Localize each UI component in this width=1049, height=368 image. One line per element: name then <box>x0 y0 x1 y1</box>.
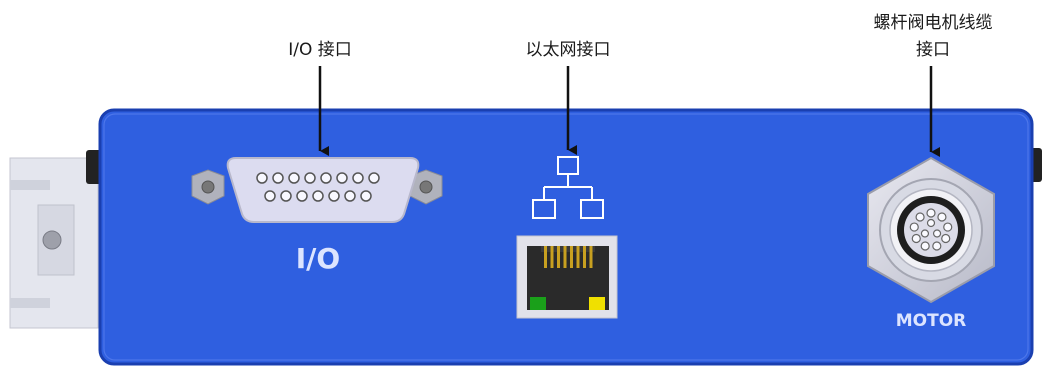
rj45-contact <box>557 246 560 268</box>
motor-pin <box>909 222 919 232</box>
screw-icon <box>419 180 433 194</box>
db15-pin <box>360 190 372 202</box>
db15-pin <box>288 172 300 184</box>
status-led-green <box>530 297 546 310</box>
motor-pin <box>920 229 930 238</box>
rj45-contact <box>550 246 554 268</box>
motor-pin <box>926 218 936 228</box>
rj45-contact <box>589 246 593 268</box>
status-led-yellow <box>589 297 605 310</box>
rj45-contacts <box>544 246 593 268</box>
motor-pin <box>941 233 951 244</box>
db15-pin <box>304 172 316 184</box>
db15-pin <box>296 190 308 202</box>
db15-pin <box>336 172 348 184</box>
db15-pin <box>320 172 332 184</box>
motor-port-callout-line1: 螺杆阀电机线缆 <box>873 13 993 33</box>
ethernet-rj45-port <box>516 235 618 319</box>
motor-pin <box>943 222 953 232</box>
rj45-contact <box>570 246 573 268</box>
rj45-contact <box>544 246 547 268</box>
screw-icon <box>201 180 215 194</box>
motor-pins <box>909 208 953 251</box>
db15-pin <box>272 172 284 184</box>
db15-pin <box>352 172 364 184</box>
motor-pin <box>926 208 936 218</box>
db15-pin <box>368 172 380 184</box>
motor-pin <box>915 212 925 222</box>
bracket-screw-icon <box>42 230 62 250</box>
network-icon <box>532 156 604 219</box>
motor-circular-connector <box>867 156 995 304</box>
db15-pin <box>256 172 268 184</box>
db15-pin <box>328 190 340 202</box>
motor-pin <box>920 241 930 251</box>
rj45-contact <box>563 246 567 268</box>
motor-pin <box>937 212 947 222</box>
io-port-callout: I/O 接口 <box>288 40 352 60</box>
motor-pin <box>911 233 921 244</box>
db15-pin <box>280 190 292 202</box>
rj45-contact <box>583 246 586 268</box>
ethernet-port-callout: 以太网接口 <box>525 40 611 60</box>
io-db15-connector <box>191 157 443 223</box>
motor-panel-label: MOTOR <box>896 311 967 331</box>
io-pins <box>256 172 380 202</box>
motor-pin <box>932 229 942 238</box>
rj45-contact <box>576 246 580 268</box>
db15-pin <box>264 190 276 202</box>
db15-pin <box>312 190 324 202</box>
motor-port-callout-line2: 接口 <box>916 40 950 60</box>
db15-pin <box>344 190 356 202</box>
mounting-bracket <box>9 150 102 329</box>
io-panel-label: I/O <box>296 242 340 275</box>
motor-pin <box>932 241 942 251</box>
